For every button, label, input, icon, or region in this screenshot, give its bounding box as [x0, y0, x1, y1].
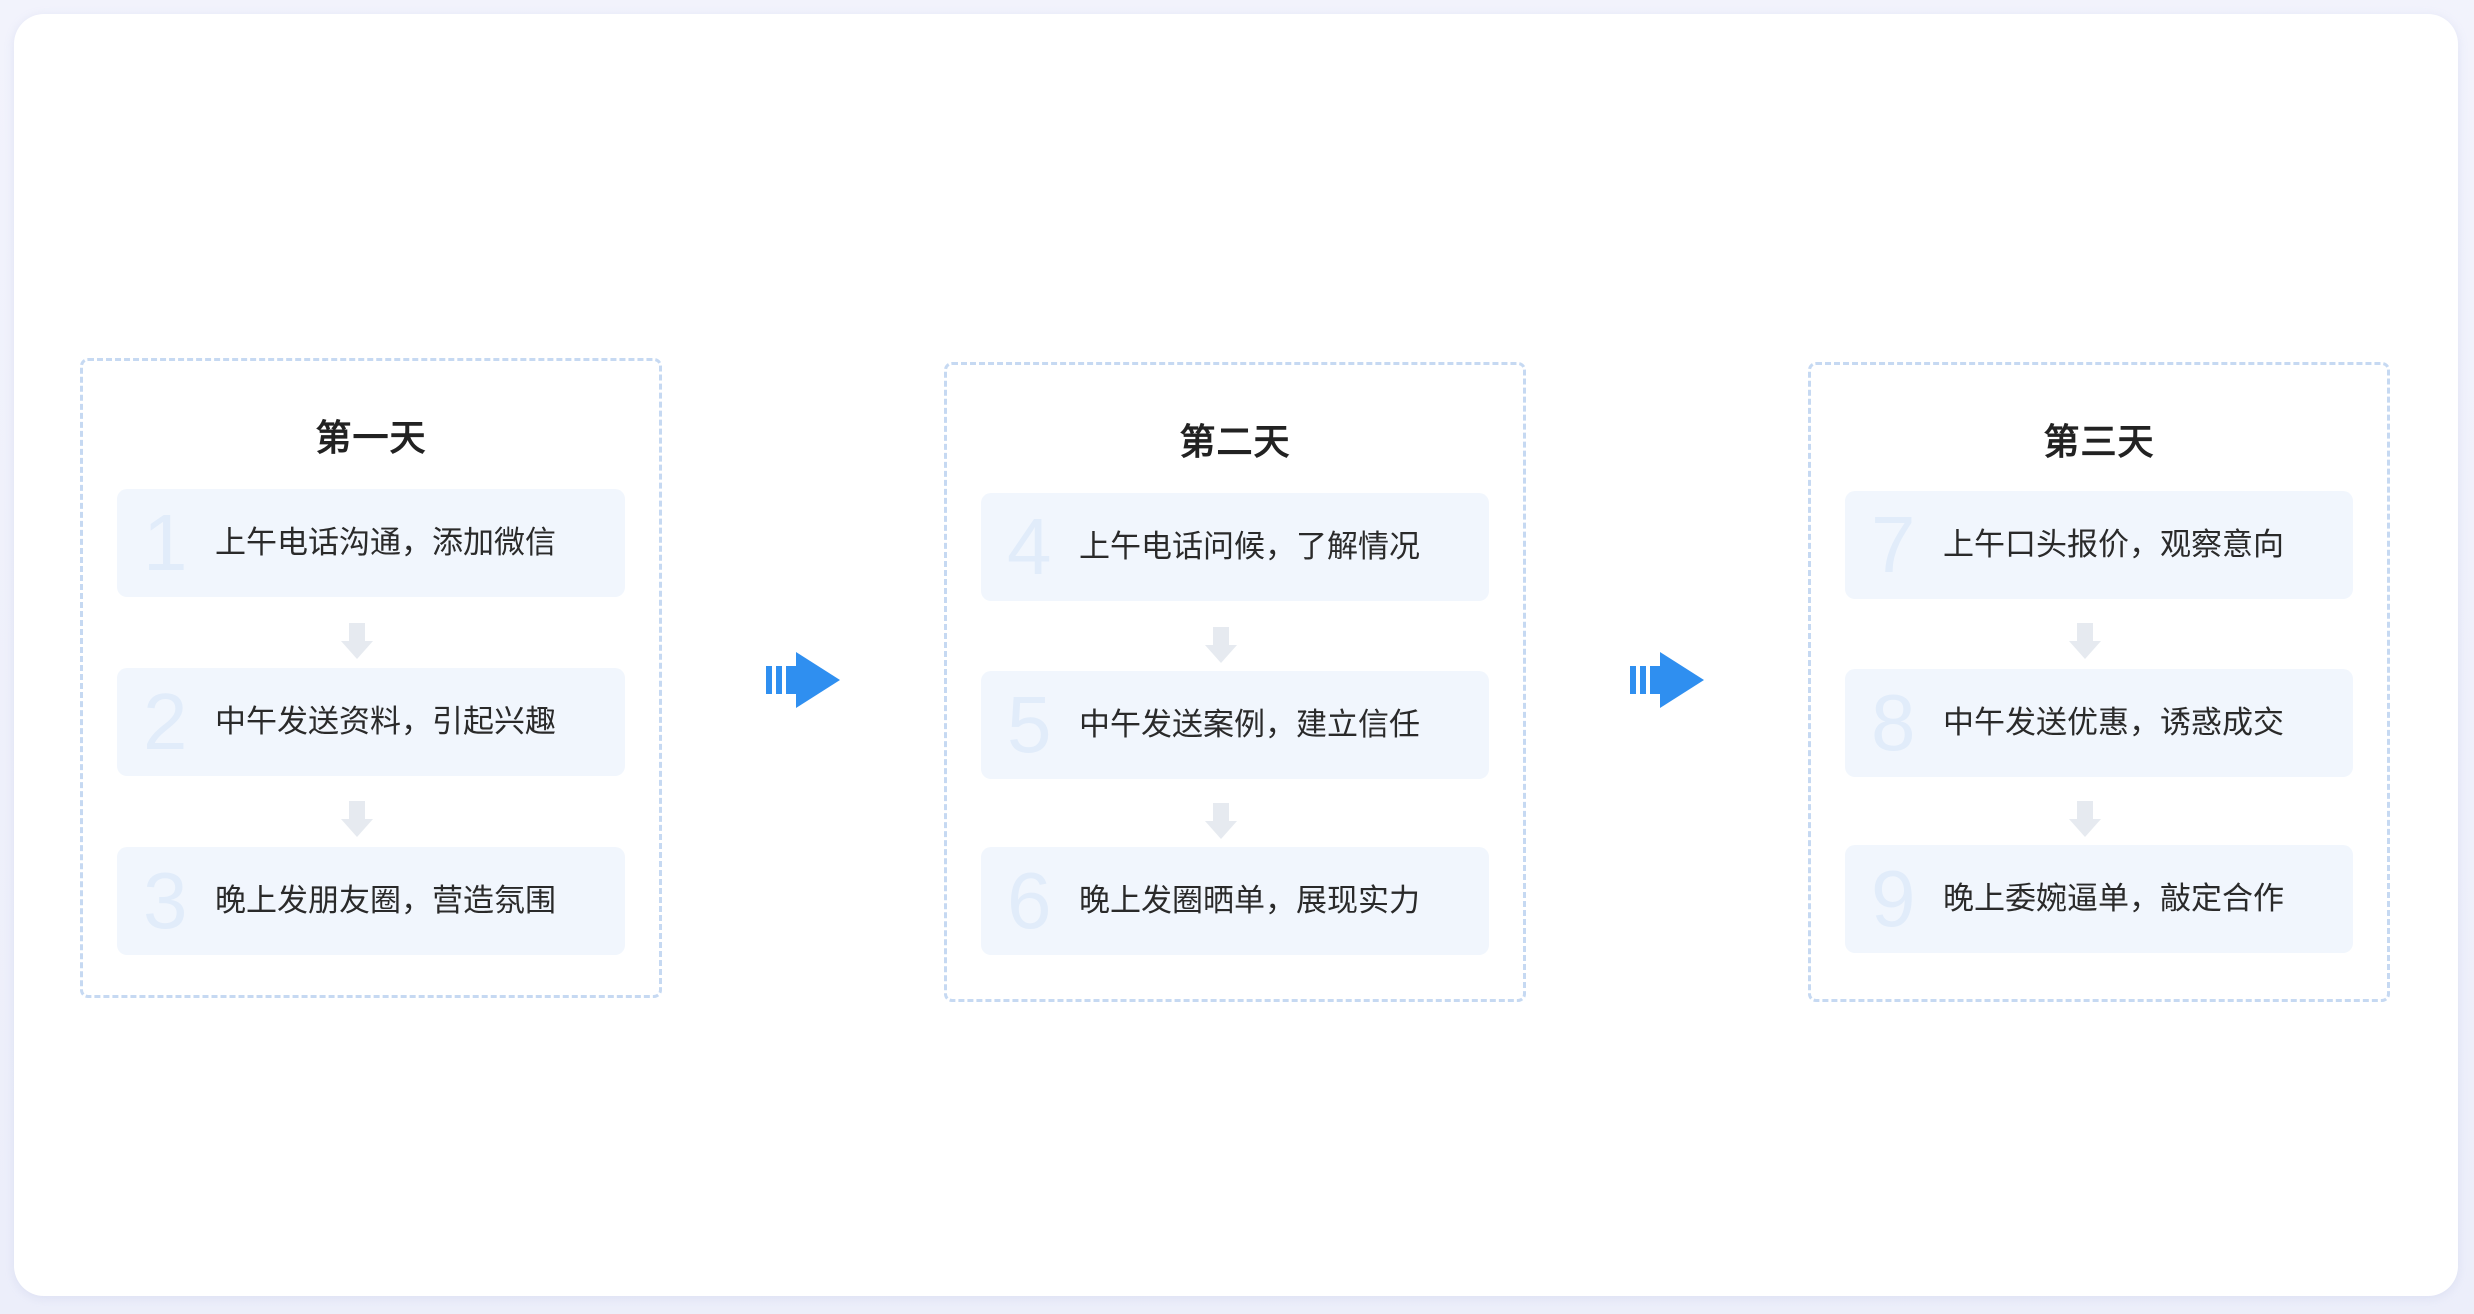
day-3-box: 第三天 7 上午口头报价，观察意向 8 中午发送优惠，诱惑成交 9 晚上委婉逼单… — [1808, 362, 2390, 1002]
step-text: 上午电话问候，了解情况 — [1079, 529, 1420, 565]
step-number: 6 — [1007, 856, 1052, 945]
step-text: 中午发送资料，引起兴趣 — [215, 704, 556, 740]
step-number: 8 — [1871, 678, 1916, 767]
diagram-card: 第一天 1 上午电话沟通，添加微信 2 中午发送资料，引起兴趣 3 晚上发朋友圈… — [14, 14, 2458, 1296]
step-number: 9 — [1871, 854, 1916, 943]
day-1-title: 第一天 — [315, 418, 427, 459]
down-arrow-icon — [1205, 803, 1237, 839]
down-arrow-icon — [341, 801, 373, 837]
step-5: 5 中午发送案例，建立信任 — [981, 671, 1489, 779]
step-8: 8 中午发送优惠，诱惑成交 — [1845, 669, 2353, 777]
step-3: 3 晚上发朋友圈，营造氛围 — [117, 847, 625, 955]
step-1: 1 上午电话沟通，添加微信 — [117, 489, 625, 597]
flow-arrow-icon — [1630, 652, 1704, 708]
step-text: 上午口头报价，观察意向 — [1943, 527, 2284, 563]
step-number: 5 — [1007, 680, 1052, 769]
down-arrow-icon — [341, 623, 373, 659]
step-number: 4 — [1007, 502, 1052, 591]
step-number: 3 — [143, 856, 188, 945]
step-7: 7 上午口头报价，观察意向 — [1845, 491, 2353, 599]
step-text: 中午发送优惠，诱惑成交 — [1943, 705, 2284, 741]
down-arrow-icon — [2069, 623, 2101, 659]
step-number: 7 — [1871, 500, 1916, 589]
day-2-title: 第二天 — [1179, 422, 1291, 463]
step-text: 晚上委婉逼单，敲定合作 — [1943, 881, 2284, 917]
step-6: 6 晚上发圈晒单，展现实力 — [981, 847, 1489, 955]
step-text: 晚上发圈晒单，展现实力 — [1079, 883, 1420, 919]
step-text: 晚上发朋友圈，营造氛围 — [215, 883, 556, 919]
day-2-box: 第二天 4 上午电话问候，了解情况 5 中午发送案例，建立信任 6 晚上发圈晒单… — [944, 362, 1526, 1002]
flow-arrow-icon — [766, 652, 840, 708]
step-9: 9 晚上委婉逼单，敲定合作 — [1845, 845, 2353, 953]
day-3-title: 第三天 — [2043, 422, 2155, 463]
step-2: 2 中午发送资料，引起兴趣 — [117, 668, 625, 776]
step-number: 2 — [143, 677, 188, 766]
day-1-box: 第一天 1 上午电话沟通，添加微信 2 中午发送资料，引起兴趣 3 晚上发朋友圈… — [80, 358, 662, 998]
step-text: 上午电话沟通，添加微信 — [215, 525, 556, 561]
down-arrow-icon — [2069, 801, 2101, 837]
step-4: 4 上午电话问候，了解情况 — [981, 493, 1489, 601]
step-text: 中午发送案例，建立信任 — [1079, 707, 1420, 743]
down-arrow-icon — [1205, 627, 1237, 663]
step-number: 1 — [143, 498, 188, 587]
